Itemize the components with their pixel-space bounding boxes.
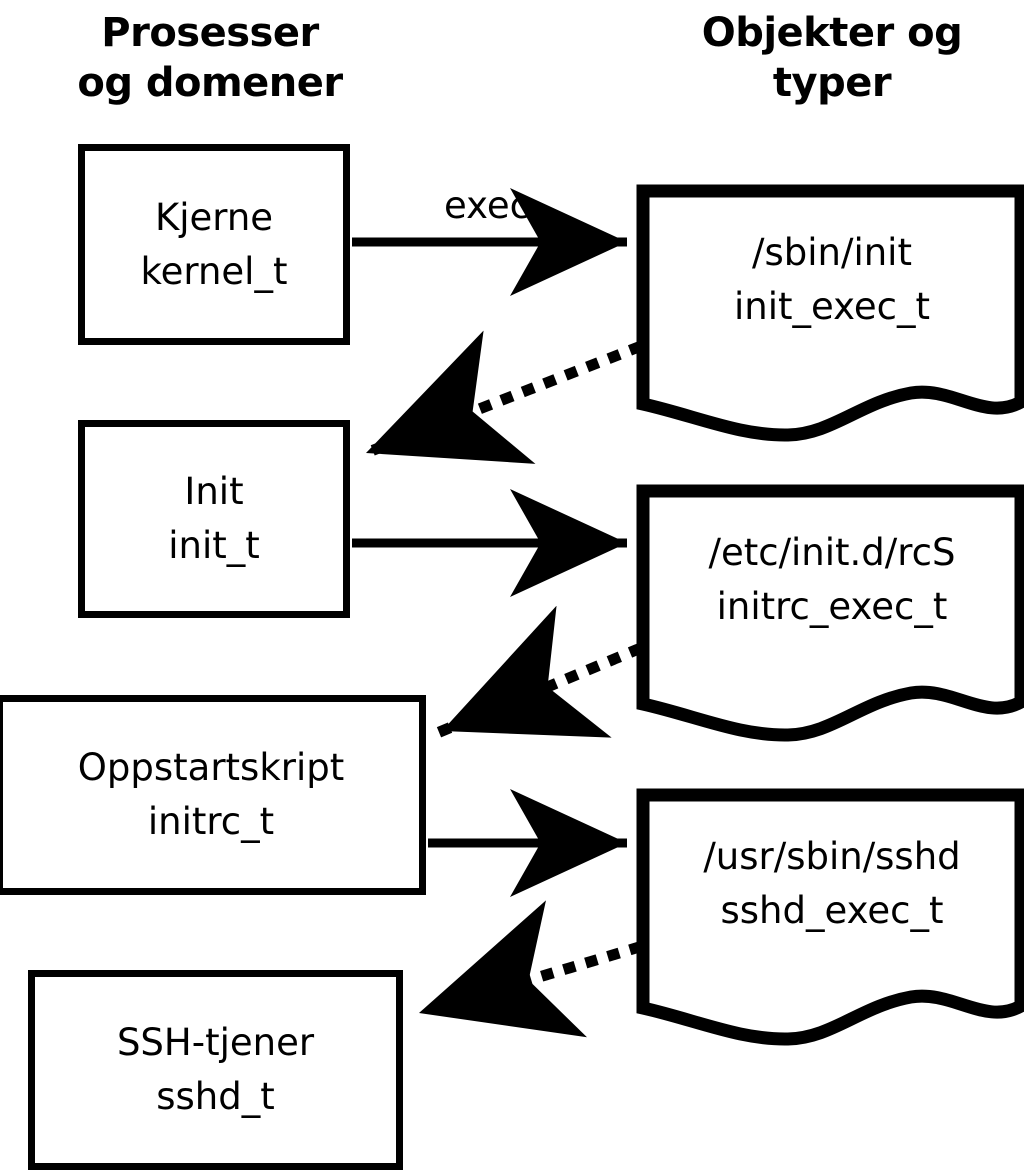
edge-init-exec-to-init xyxy=(358,330,644,464)
process-box-init[interactable]: Init init_t xyxy=(78,420,350,618)
process-box-initrc-name: Oppstartskript xyxy=(77,746,345,789)
process-box-sshd-name: SSH-tjener xyxy=(116,1021,315,1064)
edge-sshd-exec-to-sshd xyxy=(412,900,643,1038)
edge-label-exec: exec xyxy=(444,184,530,227)
process-box-initrc[interactable]: Oppstartskript initrc_t xyxy=(0,695,426,895)
object-doc-sshd-exec[interactable]: /usr/sbin/sshd sshd_exec_t xyxy=(636,788,1024,1046)
process-box-kernel-type: kernel_t xyxy=(140,249,288,293)
column-header-processes: Prosesser og domener xyxy=(77,10,343,106)
edge-initrc-exec-to-initrc xyxy=(434,605,644,739)
process-box-sshd[interactable]: SSH-tjener sshd_t xyxy=(28,970,403,1170)
process-box-init-type: init_t xyxy=(168,524,260,567)
object-doc-init-exec[interactable]: /sbin/init init_exec_t xyxy=(636,184,1024,442)
object-doc-initrc-exec[interactable]: /etc/init.d/rcS initrc_exec_t xyxy=(636,484,1024,742)
process-box-sshd-type: sshd_t xyxy=(156,1075,275,1118)
column-header-objects: Objekter og typer xyxy=(701,10,963,106)
process-box-init-name: Init xyxy=(184,470,244,513)
process-box-kernel-name: Kjerne xyxy=(154,195,274,239)
process-box-kernel[interactable]: Kjerne kernel_t xyxy=(78,144,350,345)
process-box-initrc-type: initrc_t xyxy=(147,800,275,843)
